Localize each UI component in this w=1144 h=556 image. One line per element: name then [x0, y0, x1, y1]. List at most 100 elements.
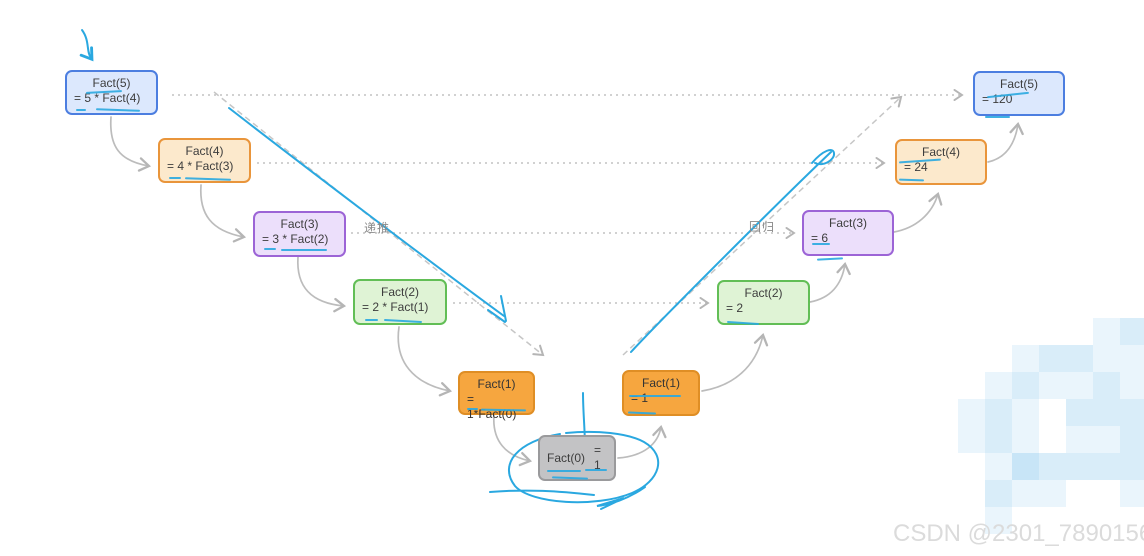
mosaic-pixel [985, 507, 1012, 534]
mosaic-pixel [1120, 426, 1144, 453]
pen-ascend-arrowhead [811, 149, 835, 166]
mosaic-pixel [1120, 345, 1144, 372]
node-fact2-return: Fact(2) = 2 [717, 280, 810, 325]
connector-r2-r3 [809, 261, 851, 303]
mosaic-pixel [1012, 453, 1039, 480]
pen-underline [76, 109, 86, 111]
mosaic-pixel [1120, 318, 1144, 345]
connector-l1-base [493, 414, 533, 467]
pen-underline [365, 319, 378, 321]
mosaic-pixel [985, 426, 1012, 453]
node-expr: = 1 [594, 443, 602, 472]
mosaic-pixel [1066, 426, 1093, 453]
mosaic-pixel [1039, 480, 1066, 507]
mosaic-pixel [985, 399, 1012, 426]
pen-underline [585, 469, 607, 471]
node-expr: = 6 [811, 231, 829, 245]
node-title: Fact(3) [828, 216, 867, 230]
level-dotted-lines [172, 89, 964, 309]
node-expr: = 1 [631, 391, 649, 405]
pen-underline [264, 248, 276, 250]
mosaic-pixel [1012, 426, 1039, 453]
mosaic-pixel [1012, 345, 1039, 372]
mosaic-pixel [1093, 399, 1120, 426]
node-expr: = 3 * Fact(2) [262, 232, 329, 246]
connector-r4-r5 [987, 121, 1024, 163]
node-expr: = 2 [726, 301, 744, 315]
node-title: Fact(1) [641, 376, 680, 390]
pen-underline [281, 249, 327, 251]
mosaic-pixel [1093, 345, 1120, 372]
node-title: Fact(1) [477, 377, 516, 391]
node-fact0-base-case: Fact(0) = 1 [538, 435, 616, 481]
mosaic-pixel [1120, 399, 1144, 426]
connector-r3-r4 [893, 192, 943, 233]
pen-descend-arrowhead [487, 295, 507, 323]
pen-underline [629, 395, 681, 397]
mosaic-pixel [1039, 453, 1066, 480]
connector-l3-l2 [297, 256, 347, 313]
mosaic-pixel [1012, 372, 1039, 399]
mosaic-pixel [985, 453, 1012, 480]
node-title: Fact(4) [921, 145, 960, 159]
mosaic-pixel [1120, 372, 1144, 399]
connector-base-r1 [617, 424, 667, 459]
mosaic-pixel [1012, 399, 1039, 426]
node-title: Fact(4) [185, 144, 224, 158]
node-expr: = 1*Fact(0) [467, 392, 517, 421]
node-fact3-return: Fact(3) = 6 [802, 210, 894, 256]
node-title: Fact(5) [999, 77, 1038, 91]
node-expr: = 4 * Fact(3) [167, 159, 234, 173]
node-fact5-return: Fact(5) = 120 [973, 71, 1065, 116]
pen-underline [467, 408, 478, 410]
node-expr: = 24 [904, 160, 928, 174]
pen-underline [547, 470, 581, 472]
node-title: Fact(3) [280, 217, 319, 231]
pen-circle-base [508, 430, 660, 504]
pen-underline [985, 116, 1010, 118]
mosaic-pixel [1093, 453, 1120, 480]
pen-annotations [79, 29, 1144, 510]
node-expr: = 5 * Fact(4) [74, 91, 141, 105]
node-title: Fact(2) [380, 285, 419, 299]
node-expr: = 2 * Fact(1) [362, 300, 429, 314]
mosaic-pixel [958, 399, 985, 426]
connector-l4-l3 [199, 184, 247, 243]
mosaic-pixel [1039, 372, 1066, 399]
call-connectors [109, 116, 1024, 467]
mosaic-pixel [1039, 345, 1066, 372]
mosaic-pixel [985, 480, 1012, 507]
mosaic-pixel [1066, 399, 1093, 426]
csdn-watermark: CSDN @2301_78901562 [893, 520, 1144, 547]
pen-circle-zigzag [596, 486, 646, 510]
mosaic-pixel [1012, 480, 1039, 507]
mosaic-pixel [985, 372, 1012, 399]
connector-l2-l1 [397, 326, 453, 397]
pen-arrow-top-left [79, 29, 94, 62]
pen-underline [812, 243, 830, 245]
connector-l5-l4 [109, 116, 152, 172]
label-descend-phase: 递推 [364, 221, 391, 235]
mosaic-pixel [1120, 453, 1144, 480]
pen-underline [169, 177, 181, 179]
mosaic-pixel [1066, 453, 1093, 480]
mosaic-pixel [1093, 318, 1120, 345]
node-fact2-call: Fact(2) = 2 * Fact(1) [353, 279, 447, 325]
mosaic-pixel [1066, 372, 1093, 399]
node-fact1-return: Fact(1) = 1 [622, 370, 700, 416]
mosaic-pixel [1093, 426, 1120, 453]
pen-descend-stroke [228, 107, 505, 317]
node-title: Fact(5) [92, 76, 131, 90]
label-ascend-phase: 回归 [749, 220, 776, 234]
mosaic-pixel [1066, 345, 1093, 372]
node-title: Fact(0) [547, 450, 586, 465]
node-title: Fact(2) [744, 286, 783, 300]
node-fact1-call: Fact(1) = 1*Fact(0) [458, 371, 535, 421]
mosaic-pixel [1093, 372, 1120, 399]
pen-ascend-stroke [630, 151, 832, 353]
node-fact4-call: Fact(4) = 4 * Fact(3) [158, 138, 251, 183]
connector-r1-r2 [701, 332, 769, 392]
pen-circle-tail [489, 489, 595, 496]
